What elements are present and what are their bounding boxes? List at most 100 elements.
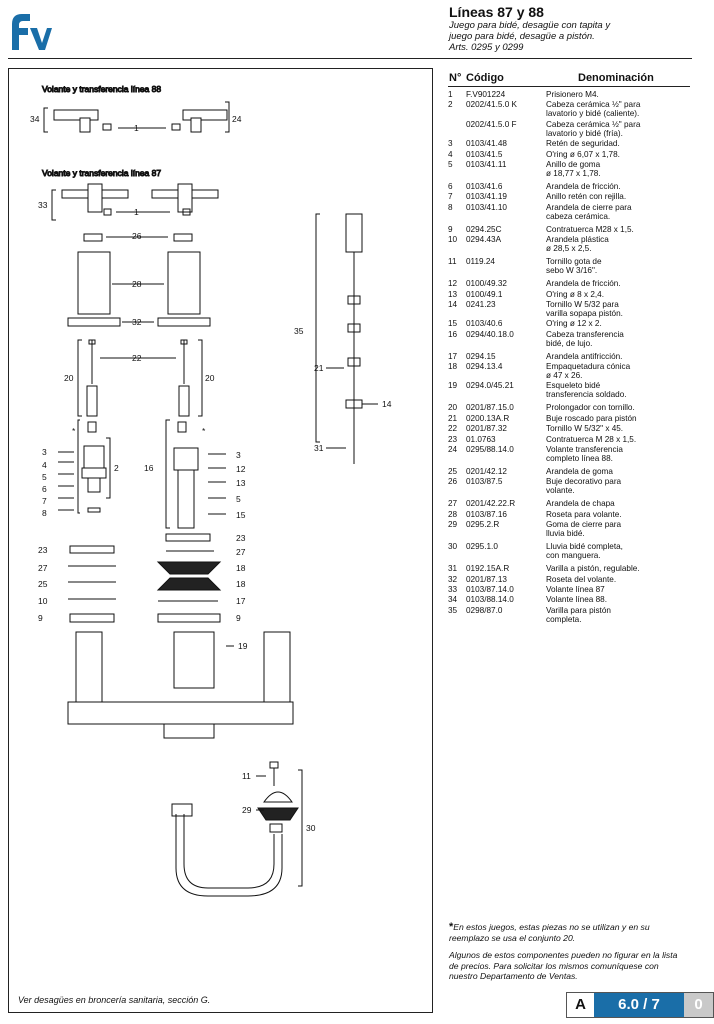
page-title: Líneas 87 y 88 <box>449 4 544 20</box>
part-description-line: con manguera. <box>546 551 601 561</box>
part-number: 11 <box>448 257 457 267</box>
part-description-line: Arandela de fricción. <box>546 181 621 191</box>
note-sales: Algunos de estos componentes pueden no f… <box>449 950 678 981</box>
part-description-line: Contratuerca M 28 x 1,5. <box>546 434 637 444</box>
part-code: 0103/41.5 <box>466 149 503 159</box>
callout-23-right: 23 <box>236 533 246 543</box>
callout-16: 16 <box>144 463 154 473</box>
part-description-line: Roseta para volante. <box>546 509 622 519</box>
part-code: 0294/40.18.0 <box>466 329 514 339</box>
table-row: 33 0103/87.14.0 Volante línea 87 <box>448 585 692 594</box>
page-number-box: A 6.0 / 7 0 <box>566 992 714 1018</box>
part-code: 0294.25C <box>466 224 502 234</box>
part-description-line: varilla sopapa pistón. <box>546 308 623 318</box>
subtitle-line-2: juego para bidé, desagüe a pistón. <box>449 31 595 42</box>
header-divider <box>8 58 692 59</box>
part-code: 0201/87.32 <box>466 424 507 434</box>
part-code: 0201/42.22.R <box>466 499 516 509</box>
part-code: 0294.13.4 <box>466 362 503 372</box>
part-description-line: Roseta del volante. <box>546 574 617 584</box>
callout-7: 7 <box>42 496 47 506</box>
part-description-line: Empaquetadura cónica <box>546 362 631 372</box>
part-code: 0103/87.14.0 <box>466 584 514 594</box>
callout-33: 33 <box>38 200 48 210</box>
callout-5-right: 5 <box>236 494 241 504</box>
note-asterisk: *En estos juegos, estas piezas no se uti… <box>449 922 689 943</box>
subtitle-line-1: Juego para bidé, desagüe con tapita y <box>449 20 611 31</box>
callout-10: 10 <box>38 596 48 606</box>
part-code: 0202/41.5.0 F <box>466 119 517 129</box>
part-description: Volante línea 88. <box>546 595 692 604</box>
part-description: Roseta para volante. <box>546 510 692 519</box>
callout-12: 12 <box>236 464 246 474</box>
callout-14: 14 <box>382 399 392 409</box>
label-handle-88: Volante y transferencia línea 88 <box>42 84 161 94</box>
part-code: 0201/42.12 <box>466 467 507 477</box>
part-description-line: lavatorio y bidé (caliente). <box>546 109 640 119</box>
part-description-line: Tornillo W 5/32 para <box>546 299 619 309</box>
part-description-line: ø 47 x 26. <box>546 371 583 381</box>
part-number: 8 <box>448 202 453 212</box>
callout-24: 24 <box>232 114 242 124</box>
callout-asterisk-right: * <box>202 426 206 436</box>
revision-number: 0 <box>684 993 713 1017</box>
part-code: 0192.15A.R <box>466 564 510 574</box>
part-description-line: Cabeza cerámica ½" para <box>546 100 641 110</box>
callout-11: 11 <box>242 771 251 781</box>
callout-21: 21 <box>314 363 324 373</box>
part-code: 0103/88.14.0 <box>466 595 514 605</box>
callout-asterisk-left: * <box>72 426 76 436</box>
callout-27-right: 27 <box>236 547 246 557</box>
part-number: 35 <box>448 605 458 615</box>
part-number: 17 <box>448 351 458 361</box>
part-code: 0103/87.16 <box>466 509 507 519</box>
callout-19: 19 <box>238 641 248 651</box>
part-description-line: Varilla para pistón <box>546 605 611 615</box>
col-header-code: Código <box>466 72 504 84</box>
part-description-line: sebo W 3/16". <box>546 266 598 276</box>
part-description: Arandela antifricción. <box>546 352 692 361</box>
part-code: 0103/41.11 <box>466 159 507 169</box>
part-number: 32 <box>448 574 458 584</box>
callout-35: 35 <box>294 326 304 336</box>
callout-8: 8 <box>42 508 47 518</box>
part-description-line: Volante línea 87 <box>546 584 605 594</box>
part-description: Prisionero M4. <box>546 90 692 99</box>
part-number: 1 <box>448 90 453 99</box>
part-number: 15 <box>448 319 458 329</box>
diagram-footer-note: Ver desagües en broncería sanitaria, sec… <box>18 995 211 1005</box>
part-number: 18 <box>448 362 458 372</box>
part-description-line: Arandela de cierre para <box>546 202 632 212</box>
callout-25: 25 <box>38 579 48 589</box>
part-number: 14 <box>448 299 458 309</box>
callout-29: 29 <box>242 805 252 815</box>
part-description-line: ø 18,77 x 1,78. <box>546 168 601 178</box>
part-description-line: Arandela antifricción. <box>546 351 623 361</box>
part-description-line: Volante transferencia <box>546 445 623 455</box>
part-description-line: volante. <box>546 486 575 496</box>
diagram-frame <box>8 68 433 1013</box>
part-code: 0201/87.13 <box>466 574 507 584</box>
callout-1a: 1 <box>134 123 139 133</box>
part-number: 33 <box>448 584 458 594</box>
part-number: 6 <box>448 181 453 191</box>
